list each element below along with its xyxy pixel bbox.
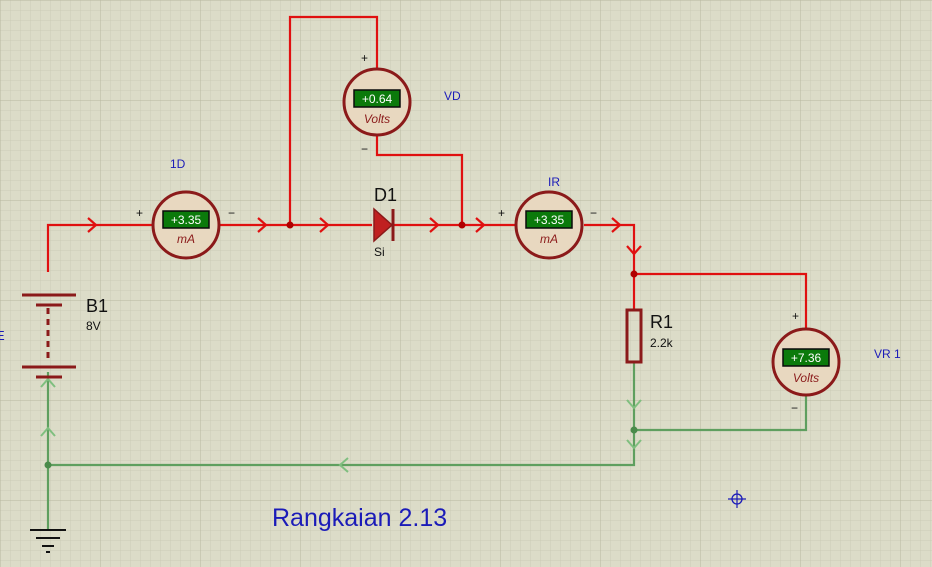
battery-name: B1 bbox=[86, 296, 108, 316]
resistor-name: R1 bbox=[650, 312, 673, 332]
battery-b1[interactable] bbox=[22, 293, 76, 379]
voltmeter-vr1-minus: − bbox=[791, 401, 798, 415]
ammeter-1d[interactable]: +3.35 mA bbox=[151, 190, 221, 260]
voltmeter-vr1-unit: Volts bbox=[793, 371, 819, 385]
ammeter-ir-reading: +3.35 bbox=[534, 213, 565, 227]
edge-label: E bbox=[0, 328, 5, 343]
ammeter-1d-label: 1D bbox=[170, 157, 186, 171]
voltmeter-vd[interactable]: +0.64 Volts bbox=[342, 67, 412, 137]
resistor-value: 2.2k bbox=[650, 336, 674, 350]
resistor-r1[interactable] bbox=[625, 308, 643, 364]
wires-ground bbox=[46, 362, 808, 530]
wires-active bbox=[46, 15, 808, 328]
current-arrows-active bbox=[87, 217, 642, 256]
circuit-title: Rangkaian 2.13 bbox=[272, 504, 447, 532]
ammeter-ir-unit: mA bbox=[540, 232, 558, 246]
crosshair-cursor-icon bbox=[728, 490, 746, 508]
junction-dots bbox=[44, 221, 638, 469]
voltmeter-vd-minus: − bbox=[361, 142, 368, 156]
ammeter-1d-minus: − bbox=[228, 206, 235, 220]
voltmeter-vr1-reading: +7.36 bbox=[791, 351, 822, 365]
ammeter-1d-unit: mA bbox=[177, 232, 195, 246]
voltmeter-vr1-plus: + bbox=[792, 309, 799, 323]
ammeter-1d-plus: + bbox=[136, 206, 143, 220]
ammeter-1d-reading: +3.35 bbox=[171, 213, 202, 227]
voltmeter-vr1-label: VR 1 bbox=[874, 347, 901, 361]
voltmeter-vd-plus: + bbox=[361, 51, 368, 65]
diode-name: D1 bbox=[374, 185, 397, 205]
ground-symbol bbox=[30, 529, 66, 553]
diode-value: Si bbox=[374, 245, 385, 259]
ammeter-ir-minus: − bbox=[590, 206, 597, 220]
current-arrows-ground bbox=[40, 377, 642, 473]
ammeter-ir[interactable]: +3.35 mA bbox=[514, 190, 584, 260]
voltmeter-vr1[interactable]: +7.36 Volts bbox=[771, 327, 841, 397]
ammeter-ir-plus: + bbox=[498, 206, 505, 220]
voltmeter-vd-unit: Volts bbox=[364, 112, 390, 126]
ammeter-ir-label: IR bbox=[548, 175, 560, 189]
diode-d1[interactable] bbox=[373, 207, 395, 243]
voltmeter-vd-reading: +0.64 bbox=[362, 92, 393, 106]
voltmeter-vd-label: VD bbox=[444, 89, 461, 103]
battery-value: 8V bbox=[86, 319, 101, 333]
